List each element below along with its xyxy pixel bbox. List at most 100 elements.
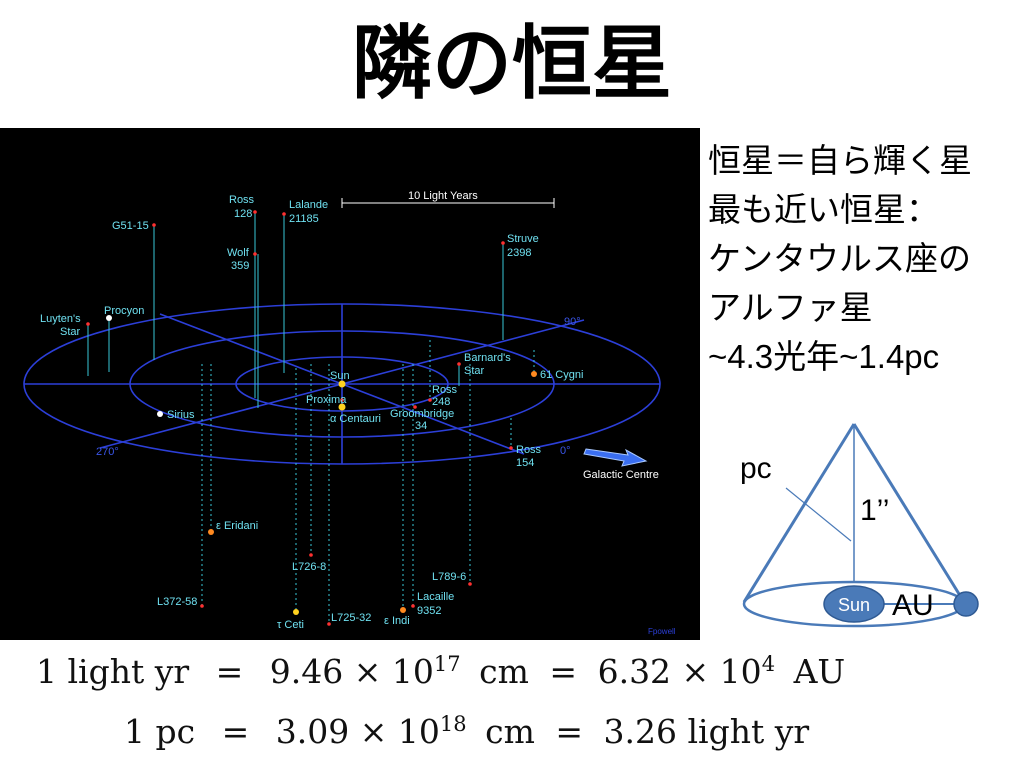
star-label-g51-15: G51-15 bbox=[112, 220, 149, 232]
star-marker-groombridge bbox=[413, 405, 417, 409]
note-line-2: 最も近い恒星： bbox=[708, 190, 939, 229]
star-label-barnards-l2: Star bbox=[464, 365, 485, 377]
star-marker-luytens bbox=[86, 322, 90, 326]
cone-right-edge bbox=[852, 423, 966, 603]
slide-title: 隣の恒星 bbox=[352, 17, 672, 110]
star-marker-struve bbox=[501, 241, 505, 245]
star-marker-procyon bbox=[106, 315, 112, 321]
star-label-ross-128-l1: Ross bbox=[229, 194, 255, 206]
star-marker-sirius bbox=[157, 411, 163, 417]
formula2-lhs: 1 pc bbox=[124, 712, 196, 751]
star-marker-ross-248 bbox=[428, 398, 432, 402]
star-marker-wolf-359 bbox=[253, 252, 257, 256]
earth-shape bbox=[953, 591, 979, 617]
star-drop-lines-above bbox=[87, 212, 504, 408]
image-credit: Fpowell bbox=[648, 627, 676, 636]
note-line-5: ~4.3光年~1.4pc bbox=[708, 338, 940, 375]
scale-bar-label: 10 Light Years bbox=[408, 190, 478, 202]
star-label-epsilon-eridani: ε Eridani bbox=[216, 520, 258, 532]
star-label-luytens-l2: Star bbox=[60, 326, 81, 338]
formula2-rhs: 3.26 light yr bbox=[603, 712, 810, 751]
angle-label-90: 90° bbox=[564, 316, 581, 328]
star-label-sirius: Sirius bbox=[167, 409, 195, 421]
formula-parsec: 1 pc = 3.09 × 1018 cm = 3.26 light yr bbox=[124, 712, 809, 751]
star-label-struve-l1: Struve bbox=[507, 233, 539, 245]
formula1-exponent1: 17 bbox=[433, 652, 461, 676]
star-marker-sun bbox=[338, 380, 346, 388]
star-label-ross-128-l2: 128 bbox=[234, 208, 252, 220]
formula2-unit1: cm bbox=[485, 712, 535, 751]
star-map-diagram: 90° 0° 270° 10 Light Years bbox=[23, 190, 676, 636]
star-label-l789-6: L789-6 bbox=[432, 571, 466, 583]
formula1-eq2: = bbox=[549, 652, 578, 691]
formula1-eq1: = bbox=[215, 652, 244, 691]
star-label-l726-8: L726-8 bbox=[292, 561, 326, 573]
star-label-wolf-359-l2: 359 bbox=[231, 260, 249, 272]
note-line-4: アルファ星 bbox=[708, 288, 873, 327]
note-line-3: ケンタウルス座の bbox=[708, 239, 972, 278]
star-label-61-cygni: 61 Cygni bbox=[540, 369, 583, 381]
galactic-centre-label: Galactic Centre bbox=[583, 469, 659, 481]
notes-text-block: 恒星＝自ら輝く星 最も近い恒星： ケンタウルス座の アルファ星 ~4.3光年~1… bbox=[708, 136, 1020, 381]
angle-label-270: 270° bbox=[96, 446, 119, 458]
star-label-wolf-359-l1: Wolf bbox=[227, 247, 250, 259]
star-marker-l372-58 bbox=[200, 604, 204, 608]
formula1-mantissa1: 9.46 × 10 bbox=[269, 652, 434, 691]
star-marker-ross-154 bbox=[509, 446, 513, 450]
pc-pointer-line bbox=[785, 487, 852, 542]
star-marker-epsilon-indi bbox=[400, 607, 406, 613]
star-drop-lines-below bbox=[201, 340, 535, 624]
star-label-groombridge-l2: 34 bbox=[415, 420, 427, 432]
star-marker-lalande bbox=[282, 212, 286, 216]
star-marker-lacaille bbox=[411, 604, 415, 608]
formula1-exponent2: 4 bbox=[761, 652, 776, 676]
angle-label: 1’’ bbox=[860, 494, 889, 527]
au-label: AU bbox=[892, 589, 934, 622]
star-marker-tau-ceti bbox=[293, 609, 299, 615]
formula1-mantissa2: 6.32 × 10 bbox=[597, 652, 762, 691]
star-label-lalande-l2: 21185 bbox=[289, 213, 319, 225]
formula1-unit2: AU bbox=[793, 652, 846, 691]
star-label-procyon: Procyon bbox=[104, 305, 144, 317]
formula1-unit1: cm bbox=[479, 652, 529, 691]
star-label-sun: Sun bbox=[330, 370, 350, 382]
parsec-cone-diagram: Sun AU pc 1’’ bbox=[740, 423, 979, 628]
sun-label: Sun bbox=[838, 595, 870, 615]
star-label-ross-154-l2: 154 bbox=[516, 457, 534, 469]
star-label-groombridge-l1: Groombridge bbox=[390, 408, 454, 420]
formula1-lhs: 1 light yr bbox=[36, 652, 190, 691]
scale-bar: 10 Light Years bbox=[341, 190, 555, 208]
star-marker-proxima bbox=[340, 398, 344, 402]
star-label-struve-l2: 2398 bbox=[507, 247, 531, 259]
star-label-lalande-l1: Lalande bbox=[289, 199, 328, 211]
star-marker-alpha-centauri bbox=[338, 403, 346, 411]
star-label-lacaille-l1: Lacaille bbox=[417, 591, 454, 603]
star-marker-61-cygni bbox=[531, 371, 537, 377]
star-marker-ross-128 bbox=[253, 210, 257, 214]
formula2-exponent1: 18 bbox=[439, 712, 467, 736]
galactic-centre-arrow bbox=[583, 448, 648, 467]
star-label-barnards-l1: Barnard's bbox=[464, 352, 511, 364]
note-line-1: 恒星＝自ら輝く星 bbox=[708, 141, 972, 180]
formula-light-year: 1 light yr = 9.46 × 1017 cm = 6.32 × 104… bbox=[36, 652, 845, 691]
star-label-ross-248-l2: 248 bbox=[432, 396, 450, 408]
sun-shape bbox=[823, 585, 885, 623]
formula2-eq1: = bbox=[221, 712, 250, 751]
formula2-eq2: = bbox=[555, 712, 584, 751]
star-label-tau-ceti: τ Ceti bbox=[277, 619, 304, 631]
pc-label: pc bbox=[740, 452, 772, 485]
star-marker-barnards bbox=[457, 362, 461, 366]
distance-scale-note: ~3pc bbox=[24, 688, 108, 730]
star-marker-g51-15 bbox=[152, 223, 156, 227]
formula2-mantissa1: 3.09 × 10 bbox=[275, 712, 440, 751]
angle-label-0: 0° bbox=[560, 445, 571, 457]
star-marker-l725-32 bbox=[327, 622, 331, 626]
star-marker-epsilon-eridani bbox=[208, 529, 214, 535]
star-label-l725-32: L725-32 bbox=[331, 612, 371, 624]
cone-left-edge bbox=[742, 423, 856, 603]
star-map: 90° 0° 270° 10 Light Years bbox=[0, 128, 700, 730]
star-label-alpha-centauri: α Centauri bbox=[330, 413, 381, 425]
star-label-l372-58: L372-58 bbox=[157, 596, 197, 608]
star-label-ross-154-l1: Ross bbox=[516, 444, 542, 456]
star-label-luytens-l1: Luyten's bbox=[40, 313, 81, 325]
